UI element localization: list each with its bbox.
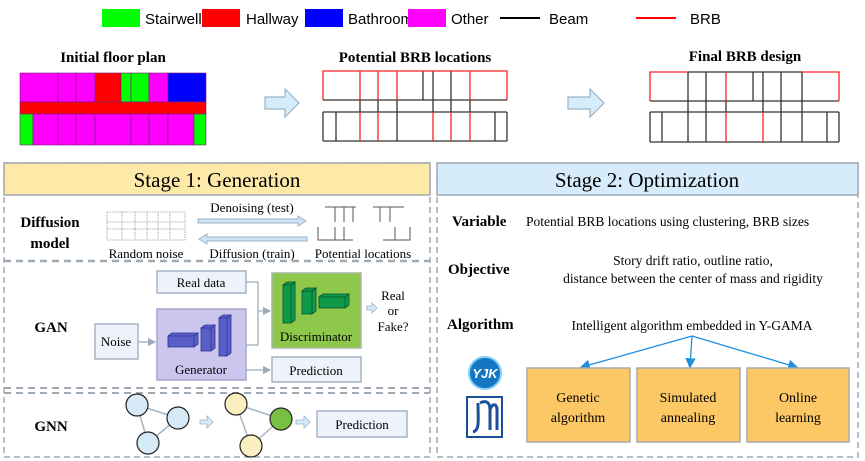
gnn-label: GNN	[34, 419, 68, 435]
diffusion-model-label: Diffusion	[20, 215, 80, 231]
variable-label: Variable	[452, 214, 507, 230]
legend-label-beam: Beam	[549, 11, 588, 28]
gnn-prediction-box	[316, 410, 408, 438]
potential-brb-title: Potential BRB locations	[339, 50, 492, 66]
legend-label-hallway: Hallway	[246, 11, 299, 28]
generator-layers-icon	[166, 314, 233, 357]
gnn-graph-output	[224, 392, 293, 458]
real-or-fake-label-3: Fake?	[377, 319, 408, 334]
method-sa-line1: Simulated	[660, 391, 717, 406]
method-genetic-line2: algorithm	[551, 411, 606, 426]
initial-floor-plan-title: Initial floor plan	[60, 50, 166, 66]
diffusion-model-label-2: model	[30, 236, 69, 252]
final-brb-plan	[649, 71, 840, 143]
legend-label-stairwell: Stairwell	[145, 11, 202, 28]
random-noise-image	[106, 211, 186, 241]
objective-label: Objective	[448, 262, 510, 278]
small-arrow-icon	[366, 302, 378, 314]
stage2-header	[436, 162, 859, 196]
right-arrow-icon	[264, 87, 300, 119]
gnn-prediction-label: Prediction	[335, 417, 389, 432]
small-arrow-icon	[295, 415, 311, 429]
legend-swatch-other	[408, 9, 446, 27]
legend-label-bathroom: Bathroom	[348, 11, 413, 28]
legend-label-other: Other	[451, 11, 489, 28]
algorithm-label: Algorithm	[447, 317, 514, 333]
noise-label: Noise	[101, 334, 132, 349]
stage1-panel: Stage 1: Generation Diffusion model Rand…	[3, 162, 431, 458]
legend-swatch-bathroom	[305, 9, 343, 27]
gan-label: GAN	[34, 320, 68, 336]
stage1-header	[3, 162, 431, 196]
method-ol-line1: Online	[779, 391, 817, 406]
final-brb-title: Final BRB design	[689, 49, 802, 65]
method-box-simulated-annealing	[636, 367, 741, 443]
method-sa-line2: annealing	[661, 411, 715, 426]
diffusion-arrow-icon	[198, 233, 308, 245]
legend-label-brb: BRB	[690, 11, 721, 28]
diffusion-label: Diffusion (train)	[209, 246, 294, 261]
yjk-logo: YJK	[468, 356, 502, 390]
gan-prediction-box	[271, 356, 362, 383]
generator-label: Generator	[175, 362, 228, 377]
stage2-title: Stage 2: Optimization	[555, 168, 740, 192]
jr-logo	[466, 396, 503, 438]
stage2-panel: Stage 2: Optimization Variable Potential…	[436, 162, 859, 458]
variable-text: Potential BRB locations using clustering…	[526, 214, 809, 229]
denoising-arrow-icon	[197, 215, 307, 227]
random-noise-label: Random noise	[109, 246, 184, 261]
small-arrow-icon	[199, 415, 214, 429]
method-ol-line2: learning	[775, 411, 821, 426]
algorithm-text: Intelligent algorithm embedded in Y-GAMA	[572, 318, 813, 333]
real-or-fake-label: Real	[381, 288, 405, 303]
potential-locations-image	[317, 206, 411, 241]
noise-box	[94, 323, 139, 360]
gan-prediction-label: Prediction	[289, 363, 343, 378]
legend: Stairwell Hallway Bathroom Other Beam BR…	[102, 9, 721, 28]
potential-locations-label: Potential locations	[315, 246, 411, 261]
gnn-graph-input	[125, 393, 190, 455]
method-box-online-learning	[746, 367, 850, 443]
stage1-title: Stage 1: Generation	[134, 168, 301, 192]
discriminator-label: Discriminator	[280, 329, 353, 344]
svg-text:YJK: YJK	[472, 366, 499, 381]
initial-floor-plan	[19, 72, 207, 146]
objective-text-2: distance between the center of mass and …	[563, 271, 823, 286]
real-or-fake-label-2: or	[388, 303, 400, 318]
denoising-label: Denoising (test)	[210, 200, 293, 215]
discriminator-layers-icon	[281, 281, 351, 324]
method-genetic-line1: Genetic	[556, 391, 600, 406]
objective-text-1: Story drift ratio, outline ratio,	[613, 253, 773, 268]
legend-swatch-hallway	[202, 9, 240, 27]
legend-swatch-stairwell	[102, 9, 140, 27]
potential-brb-plan	[322, 70, 508, 142]
real-data-label: Real data	[177, 275, 226, 290]
right-arrow-icon	[567, 87, 605, 119]
method-box-genetic	[526, 367, 631, 443]
